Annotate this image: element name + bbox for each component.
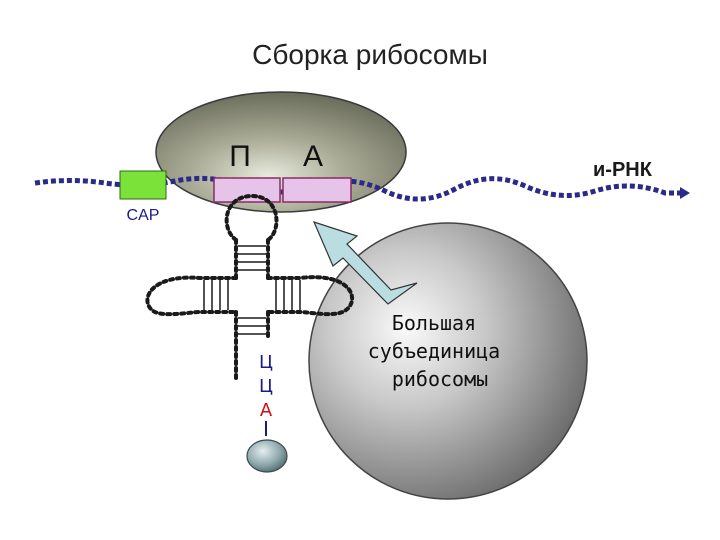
acceptor-nucleotide-2: Ц [259, 376, 273, 397]
assembly-arrow [312, 221, 418, 305]
amino-acid-ball [246, 439, 288, 473]
a-site-codon [282, 177, 352, 203]
mrna-label: и-РНК [593, 159, 653, 181]
p-site-codon [213, 177, 281, 203]
acceptor-nucleotide-1: Ц [259, 352, 273, 373]
large-subunit-label-line-2: субъединица [368, 339, 500, 363]
large-subunit-label-line-1: Большая [392, 311, 476, 335]
diagram-title: Сборка рибосомы [252, 39, 488, 70]
trna-base-pairs [203, 245, 301, 335]
trna-left-arm [145, 275, 238, 317]
large-subunit-label: Большая субъединица рибосомы [368, 311, 513, 391]
trna-anticodon-loop [224, 193, 279, 242]
mrna-arrow-head [680, 187, 690, 199]
trna-right-arm [266, 275, 355, 317]
large-subunit-label-line-3: рибосомы [392, 367, 488, 391]
trna-molecule [145, 193, 355, 382]
p-site-label: П [229, 140, 251, 173]
cap-box [119, 170, 167, 200]
a-site-label: А [303, 140, 323, 173]
acceptor-nucleotide-3: А [260, 400, 273, 421]
cap-label: CAP [127, 207, 160, 224]
